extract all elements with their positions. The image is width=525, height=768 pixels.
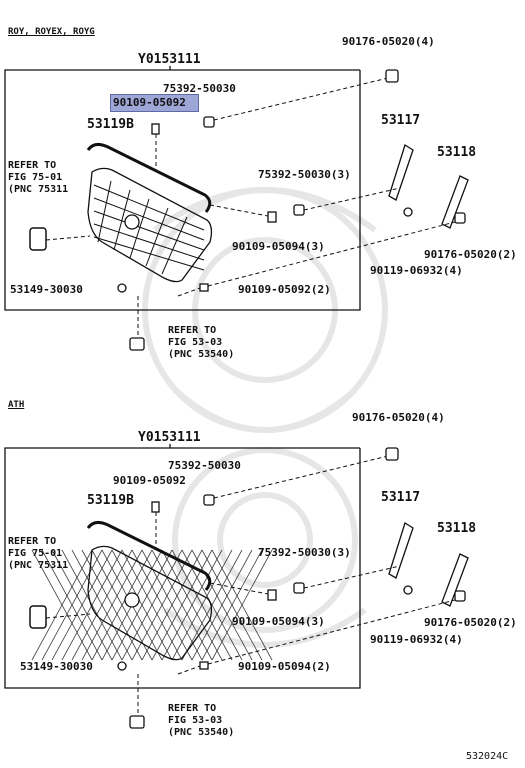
grille-bar [129, 198, 150, 259]
bolt-icon [403, 585, 413, 595]
grille-mesh [211, 549, 273, 661]
part-label[interactable]: 90109-05092 [113, 474, 186, 487]
screw-icon [151, 501, 160, 513]
bracket-53118 [441, 175, 469, 229]
grille-bar [93, 236, 205, 271]
watermark-emblem-icon [142, 187, 388, 648]
part-label[interactable]: 90176-05020(4) [342, 35, 435, 48]
part-label[interactable]: 53117 [381, 490, 421, 505]
leader-line [213, 455, 389, 499]
nut-icon [293, 582, 305, 594]
part-label[interactable]: 90176-05020(4) [352, 411, 445, 424]
grille-mesh [191, 549, 253, 661]
leader-line [177, 665, 201, 675]
assembly-frame [4, 447, 361, 689]
assembly-number[interactable]: Y0153111 [138, 52, 201, 67]
part-label[interactable]: 90119-06932(4) [370, 633, 463, 646]
connector-icon [129, 715, 145, 729]
part-label[interactable]: 53117 [381, 113, 421, 128]
grille-bar [93, 223, 205, 261]
bracket-53117 [388, 522, 414, 579]
bracket-53117 [388, 144, 414, 201]
part-label[interactable]: 90109-05094(3) [232, 240, 325, 253]
part-label[interactable]: 75392-50030 [163, 82, 236, 95]
part-label[interactable]: 90119-06932(4) [370, 264, 463, 277]
grille-mesh [201, 549, 263, 661]
part-label[interactable]: 75392-50030(3) [258, 168, 351, 181]
nut-icon [454, 212, 466, 224]
leader-line [209, 204, 269, 217]
part-label[interactable]: 53118 [437, 145, 477, 160]
screw-icon [199, 283, 209, 292]
part-label[interactable]: 53149-30030 [10, 283, 83, 296]
diagram-id: 532024C [466, 751, 509, 762]
leader-line [207, 221, 456, 287]
grille-body [87, 167, 213, 283]
grille-bar [93, 197, 205, 241]
grille-bar [93, 184, 205, 231]
grille-bar [161, 216, 188, 275]
nut-icon [385, 447, 399, 461]
part-label[interactable]: 90176-05020(2) [424, 248, 517, 261]
part-label[interactable]: 53119B [87, 493, 134, 508]
screw-icon [267, 589, 277, 601]
nut-icon [385, 69, 399, 83]
part-label[interactable]: 90109-05094(3) [232, 615, 325, 628]
leader-line [177, 287, 201, 297]
grille-bar [97, 180, 112, 243]
part-label[interactable]: 53119B [87, 117, 134, 132]
assembly-number[interactable]: Y0153111 [138, 430, 201, 445]
screw-icon [199, 661, 209, 670]
grille-bar [145, 207, 169, 267]
part-highlight [110, 94, 199, 112]
clip-icon [117, 283, 127, 293]
bracket-icon [29, 605, 47, 629]
grille-bar [93, 210, 205, 251]
variant-label: ATH [8, 400, 25, 410]
nut-icon [203, 494, 215, 506]
leader-line [303, 187, 401, 211]
emblem-icon [124, 592, 140, 608]
assembly-frame [4, 69, 361, 311]
leader-line [207, 599, 456, 665]
bracket-icon [29, 227, 47, 251]
leader-line [209, 582, 269, 595]
part-label-highlighted[interactable]: 90109-05092 [113, 96, 186, 109]
part-label[interactable]: 90109-05094(2) [238, 660, 331, 673]
grille-mesh [181, 549, 243, 661]
nut-icon [293, 204, 305, 216]
moulding-53119b [86, 143, 212, 213]
leader-line [303, 565, 401, 589]
moulding-53119b [86, 521, 212, 591]
variant-label: ROY, ROYEX, ROYG [8, 27, 95, 37]
leader-line [213, 77, 389, 121]
part-label[interactable]: 75392-50030(3) [258, 546, 351, 559]
bolt-icon [403, 207, 413, 217]
clip-icon [117, 661, 127, 671]
section-ath [4, 444, 469, 729]
screw-icon [267, 211, 277, 223]
part-label[interactable]: 90176-05020(2) [424, 616, 517, 629]
section-roy [4, 66, 469, 351]
connector-icon [129, 337, 145, 351]
grille-body [87, 545, 213, 661]
part-label[interactable]: 53149-30030 [20, 660, 93, 673]
leader-line [45, 235, 91, 241]
nut-icon [454, 590, 466, 602]
part-label[interactable]: 75392-50030 [168, 459, 241, 472]
grille-bar [113, 189, 131, 251]
nut-icon [203, 116, 215, 128]
part-label[interactable]: 90109-05092(2) [238, 283, 331, 296]
part-label[interactable]: 53118 [437, 521, 477, 536]
emblem-icon [124, 214, 140, 230]
screw-icon [151, 123, 160, 135]
bracket-53118 [441, 553, 469, 607]
leader-line [45, 613, 91, 619]
